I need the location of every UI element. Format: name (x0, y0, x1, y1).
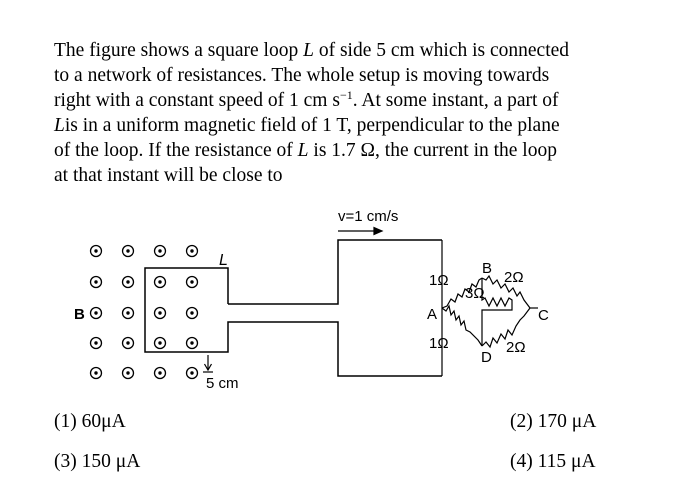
resistance-bd-label: 3Ω (465, 285, 485, 302)
question-text-segment: at that instant will be close to (54, 165, 283, 186)
field-label: B (74, 306, 85, 323)
field-out-icon (185, 336, 199, 350)
field-out-icon (89, 336, 103, 350)
resistor-bc (481, 274, 531, 309)
resistor-bd (481, 278, 513, 346)
question-text: The figure shows a square loop L of side… (54, 38, 624, 188)
loop-symbol: L (54, 115, 65, 136)
question-text-segment: to a network of resistances. The whole s… (54, 65, 550, 86)
node-b-label: B (482, 260, 492, 277)
node-a-label: A (427, 306, 437, 323)
question-text-segment: is 1.7 Ω, the current in the loop (308, 140, 557, 161)
question-text-segment: . At some instant, a part of (352, 90, 559, 111)
question-line: of the loop. If the resistance of L is 1… (54, 138, 624, 163)
question-text-segment: The figure shows a square loop (54, 40, 304, 61)
unit-exponent: −1 (339, 88, 353, 102)
question-text-segment: is in a uniform magnetic field of 1 T, p… (64, 115, 560, 136)
loop-wire (144, 239, 442, 377)
question-line: right with a constant speed of 1 cm s−1.… (54, 88, 624, 113)
option-3[interactable]: (3) 150 μA (54, 451, 141, 472)
option-4[interactable]: (4) 115 μA (510, 451, 596, 472)
field-out-icon (121, 366, 135, 380)
field-out-icon (185, 306, 199, 320)
resistor-ab (441, 277, 483, 309)
field-out-icon (185, 275, 199, 289)
option-1[interactable]: (1) 60μA (54, 411, 126, 432)
question-text-segment: right with a constant speed of 1 cm s (54, 90, 340, 111)
field-out-icon (153, 336, 167, 350)
resistance-ad-label: 1Ω (429, 335, 449, 352)
node-c-label: C (538, 307, 549, 324)
field-out-icon (185, 366, 199, 380)
field-out-icon (89, 244, 103, 258)
dimension-arrow-icon (203, 355, 213, 373)
loop-symbol: L (303, 40, 314, 61)
magnetic-field-symbols (89, 244, 199, 380)
field-out-icon (121, 275, 135, 289)
velocity-arrow-icon (338, 226, 384, 236)
field-out-icon (121, 306, 135, 320)
field-out-icon (89, 275, 103, 289)
field-out-icon (185, 244, 199, 258)
option-2[interactable]: (2) 170 μA (510, 411, 597, 432)
field-out-icon (121, 244, 135, 258)
node-d-label: D (481, 349, 492, 366)
resistance-ab-label: 1Ω (429, 272, 449, 289)
question-line: at that instant will be close to (54, 163, 624, 188)
question-line: to a network of resistances. The whole s… (54, 63, 624, 88)
loop-label: L (219, 252, 228, 269)
question-line: Lis in a uniform magnetic field of 1 T, … (54, 113, 624, 138)
question-text-segment: of side 5 cm which is connected (313, 40, 570, 61)
resistor-ad (441, 304, 483, 347)
field-out-icon (153, 244, 167, 258)
field-out-icon (153, 275, 167, 289)
side-length-label: 5 cm (206, 375, 239, 392)
question-text-segment: of the loop. If the resistance of (54, 140, 298, 161)
loop-symbol: L (297, 140, 309, 161)
field-out-icon (153, 306, 167, 320)
field-out-icon (89, 306, 103, 320)
resistor-dc (481, 307, 531, 349)
resistance-bc-label: 2Ω (504, 269, 524, 286)
field-out-icon (153, 366, 167, 380)
field-out-icon (121, 336, 135, 350)
question-line: The figure shows a square loop L of side… (54, 38, 624, 63)
resistor-network (441, 240, 538, 376)
resistance-dc-label: 2Ω (506, 339, 526, 356)
velocity-label: v=1 cm/s (338, 208, 398, 225)
field-out-icon (89, 366, 103, 380)
